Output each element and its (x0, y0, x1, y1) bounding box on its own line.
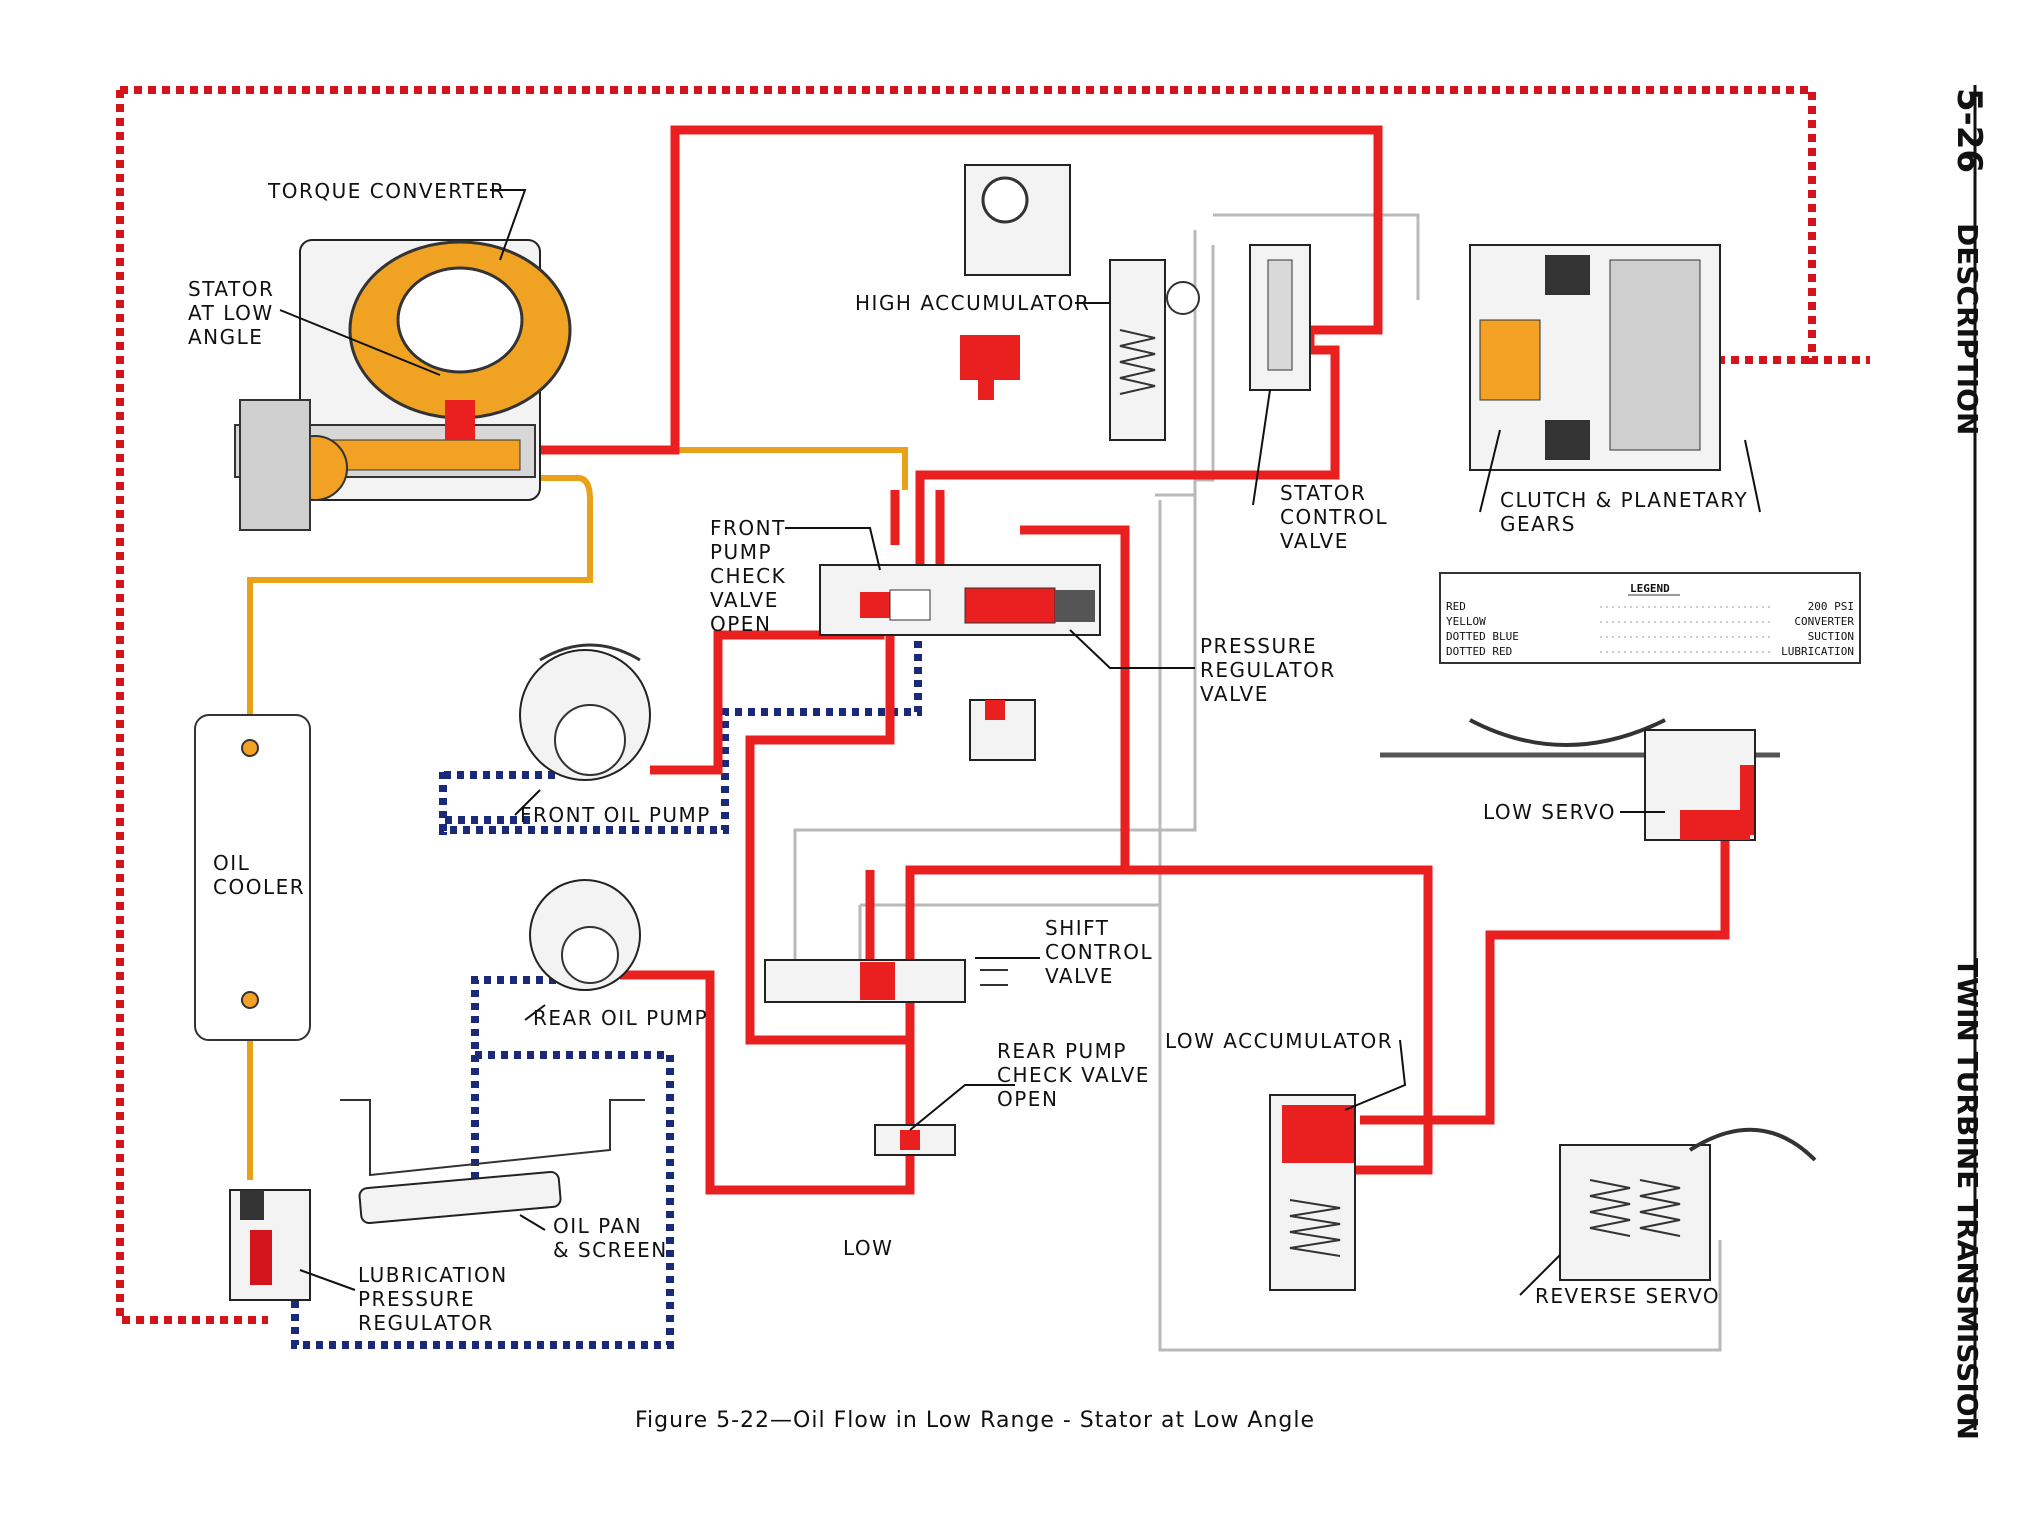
stator-control-valve (1249, 244, 1311, 391)
legend-value-red: 200 PSI (1808, 600, 1854, 613)
legend-value-dotted-blue: SUCTION (1808, 630, 1854, 643)
low-accumulator (1269, 1094, 1356, 1291)
label-stator-control-line3: VALVE (1280, 529, 1349, 553)
page-header: 5-26 DESCRIPTION TWIN TURBINE TRANSMISSI… (1949, 88, 1989, 1440)
label-low-accumulator: LOW ACCUMULATOR (1165, 1029, 1393, 1053)
thin-lines (793, 213, 1722, 1352)
label-rear-check-line1: REAR PUMP (997, 1039, 1127, 1063)
label-pressure-regulator-line1: PRESSURE (1200, 634, 1317, 658)
section-number: 5-26 (1949, 88, 1989, 173)
rear-oil-pump (529, 879, 641, 991)
legend-key-red: RED (1446, 600, 1466, 613)
label-rear-oil-pump: REAR OIL PUMP (533, 1006, 708, 1030)
figure-caption: Figure 5-22—Oil Flow in Low Range - Stat… (635, 1408, 1315, 1433)
label-stator-line1: STATOR (188, 277, 274, 301)
label-lubrication-line3: REGULATOR (358, 1311, 494, 1335)
label-stator-control-line2: CONTROL (1280, 505, 1388, 529)
shift-control-valve (764, 959, 1008, 1003)
torque-converter (234, 239, 572, 531)
legend-title: LEGEND (1630, 582, 1670, 595)
label-rear-check-line3: OPEN (997, 1087, 1058, 1111)
legend-key-dotted-blue: DOTTED BLUE (1446, 630, 1519, 643)
label-clutch-line1: CLUTCH & PLANETARY (1500, 488, 1748, 512)
pressure-regulator-assembly (819, 564, 1101, 636)
label-shift-control-line3: VALVE (1045, 964, 1114, 988)
label-front-check-line1: FRONT (710, 516, 786, 540)
legend-key-dotted-red: DOTTED RED (1446, 645, 1512, 658)
label-front-check-line2: PUMP (710, 540, 772, 564)
label-oil-cooler-line2: COOLER (213, 875, 305, 899)
lubrication-pressure-regulator (229, 1189, 311, 1301)
label-lubrication-line1: LUBRICATION (358, 1263, 508, 1287)
legend-key-yellow: YELLOW (1446, 615, 1486, 628)
high-accumulator (960, 164, 1200, 441)
legend-value-dotted-red: LUBRICATION (1781, 645, 1854, 658)
text-labels: TORQUE CONVERTER STATOR AT LOW ANGLE HIG… (188, 179, 1748, 1335)
section-title: DESCRIPTION (1951, 223, 1984, 435)
label-oil-pan-line1: OIL PAN (553, 1214, 642, 1238)
label-torque-converter: TORQUE CONVERTER (267, 179, 505, 203)
leader-lines (279, 189, 1761, 1296)
rear-pump-check-valve (874, 1124, 956, 1156)
oil-cooler (194, 714, 311, 1041)
reverse-servo (1559, 1127, 1817, 1281)
label-rear-check-line2: CHECK VALVE (997, 1063, 1150, 1087)
label-reverse-servo: REVERSE SERVO (1535, 1284, 1720, 1308)
label-shift-control-line1: SHIFT (1045, 916, 1110, 940)
label-stator-line3: ANGLE (188, 325, 263, 349)
label-pressure-regulator-line3: VALVE (1200, 682, 1269, 706)
label-front-check-line3: CHECK (710, 564, 786, 588)
label-stator-line2: AT LOW (188, 301, 274, 325)
book-title: TWIN TURBINE TRANSMISSION (1951, 958, 1984, 1440)
front-oil-pump (519, 643, 651, 781)
label-lubrication-line2: PRESSURE (358, 1287, 475, 1311)
label-shift-control-line2: CONTROL (1045, 940, 1153, 964)
suction-circuit (291, 610, 922, 1349)
label-oil-cooler-line1: OIL (213, 851, 250, 875)
label-front-check-line4: VALVE (710, 588, 779, 612)
label-oil-pan-line2: & SCREEN (553, 1238, 668, 1262)
label-stator-control-line1: STATOR (1280, 481, 1366, 505)
oil-pan-screen (340, 1099, 645, 1224)
low-servo (1380, 718, 1780, 841)
label-clutch-line2: GEARS (1500, 512, 1576, 536)
label-front-check-line5: OPEN (710, 612, 771, 636)
label-front-oil-pump: FRONT OIL PUMP (520, 803, 711, 827)
label-low-servo: LOW SERVO (1483, 800, 1616, 824)
clutch-planetary-gears (1469, 244, 1721, 471)
label-high-accumulator: HIGH ACCUMULATOR (855, 291, 1090, 315)
legend-value-yellow: CONVERTER (1794, 615, 1854, 628)
regulator-gear (969, 699, 1036, 761)
legend: LEGEND RED 200 PSI YELLOW CONVERTER DOTT… (1439, 572, 1861, 664)
range-label: LOW (843, 1236, 893, 1260)
label-pressure-regulator-line2: REGULATOR (1200, 658, 1336, 682)
